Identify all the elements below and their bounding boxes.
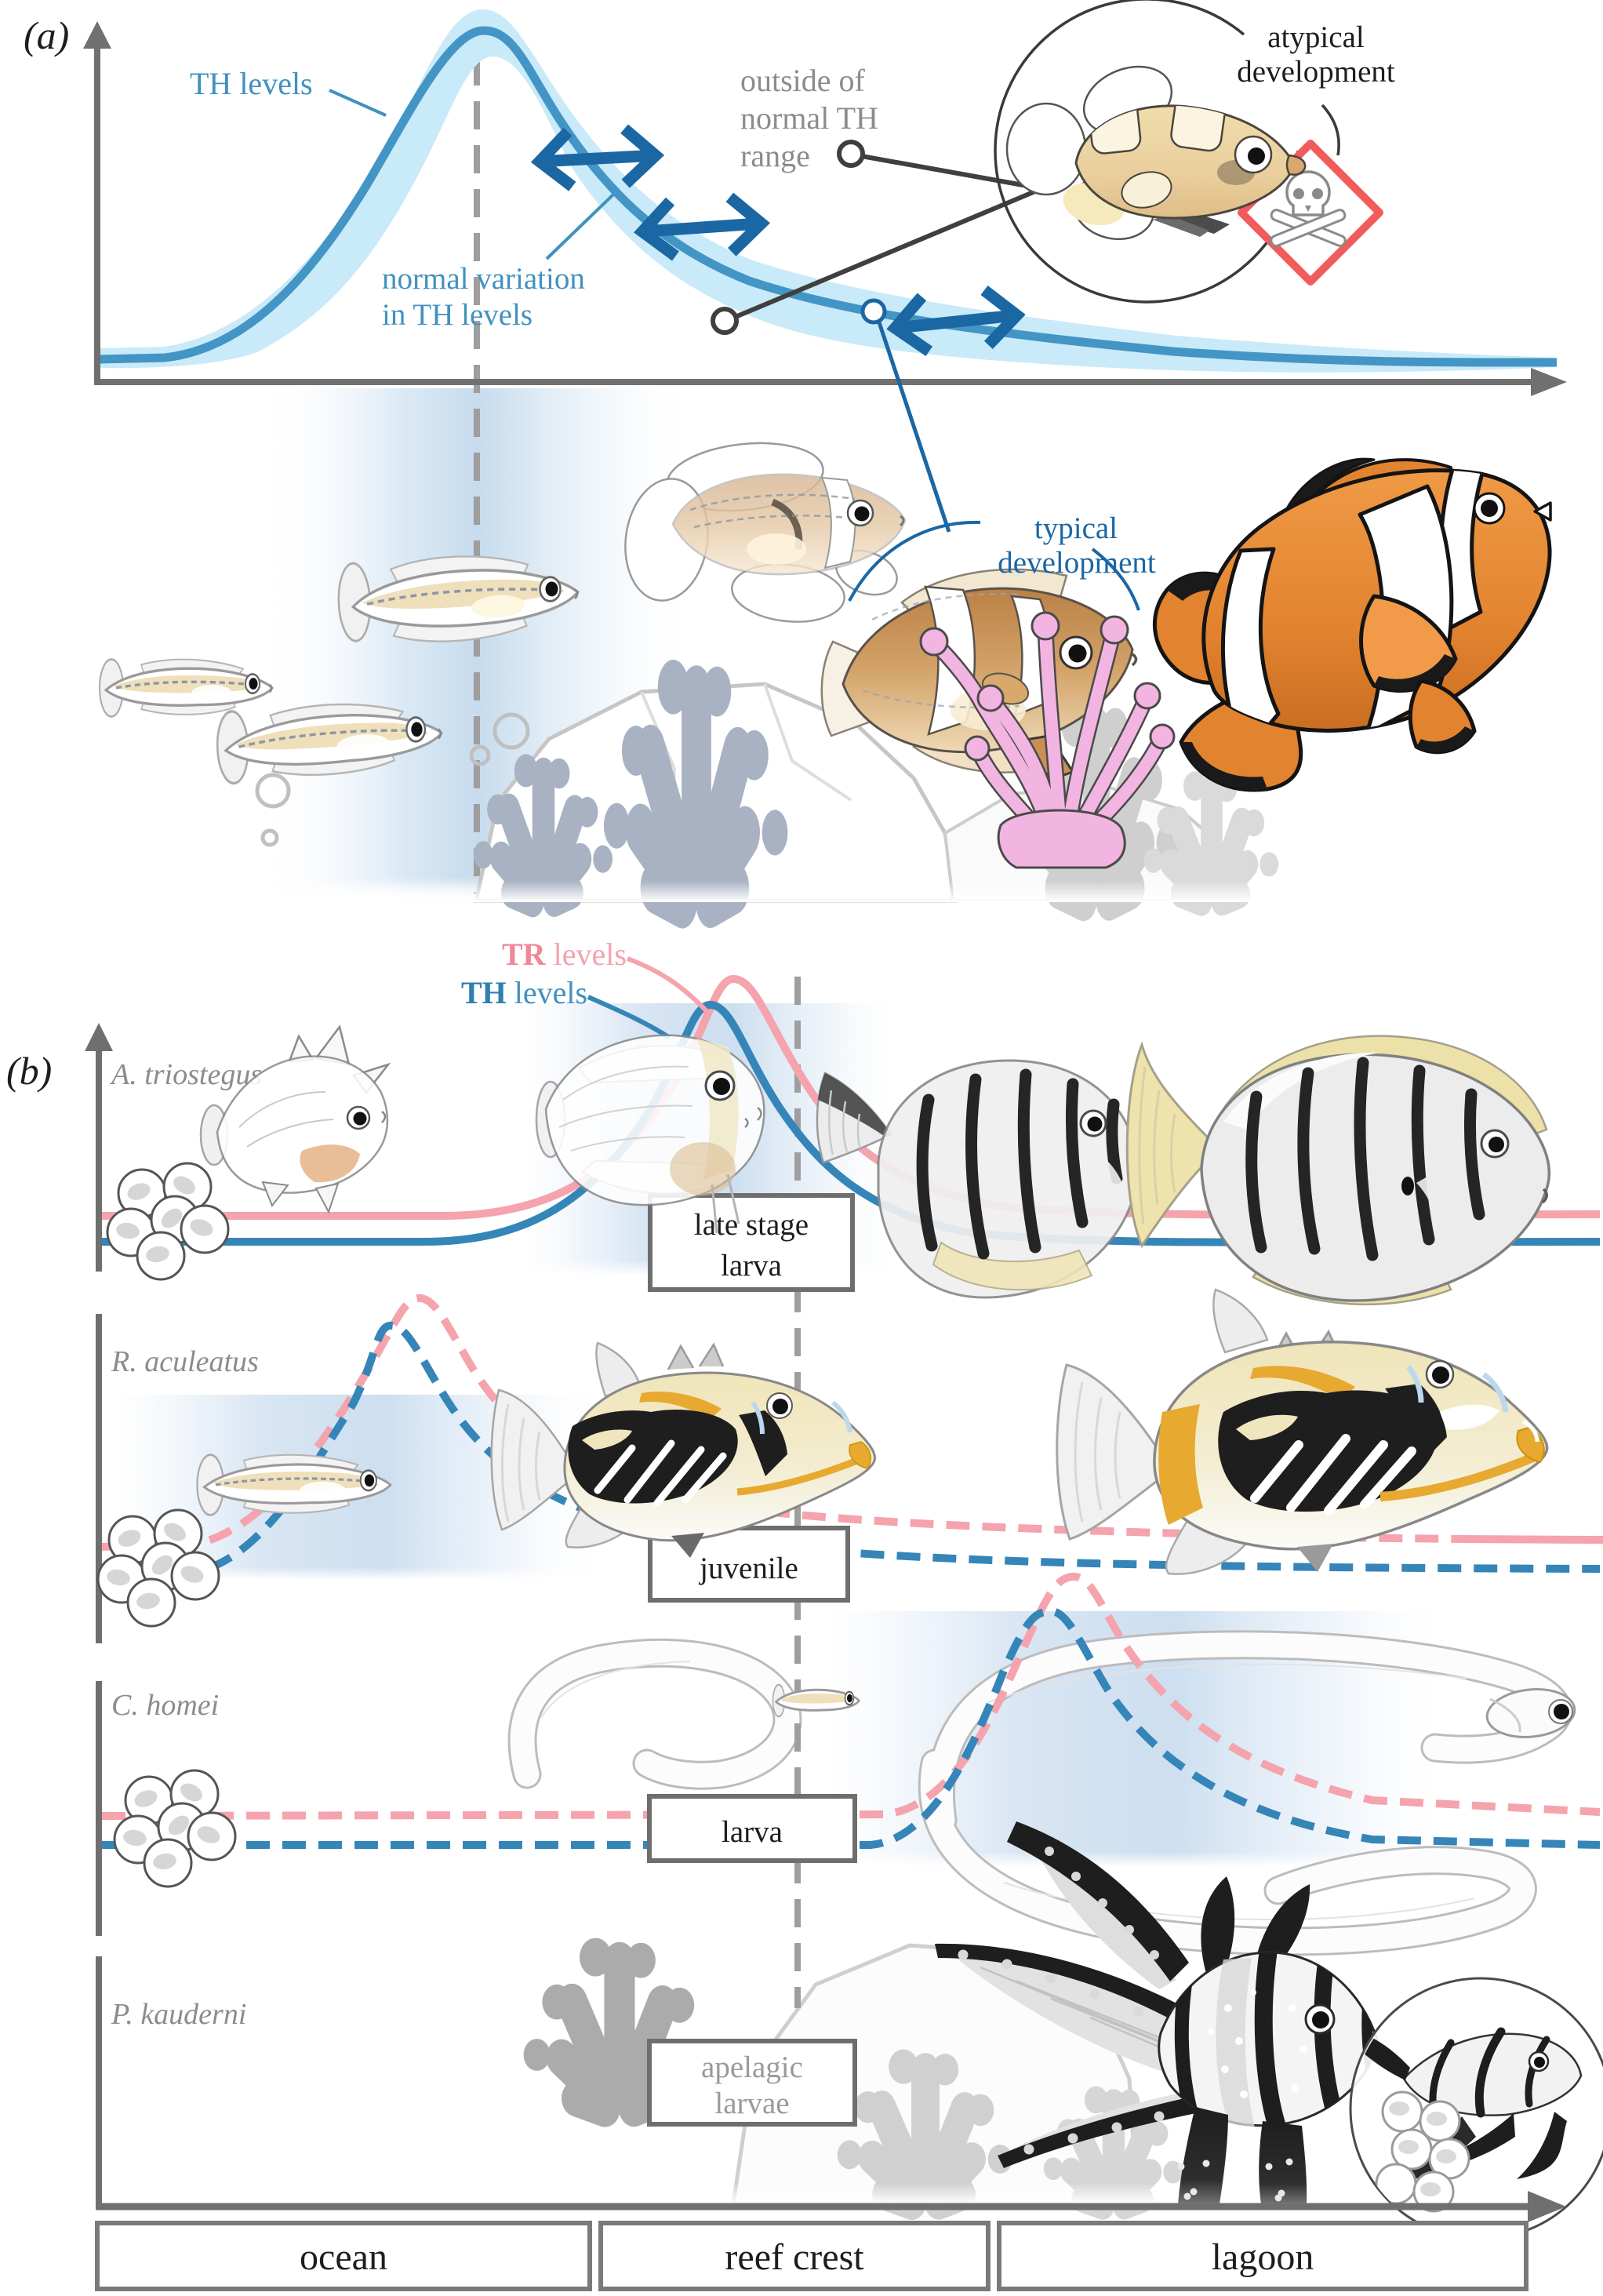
svg-text:normal variation: normal variation <box>382 262 585 296</box>
svg-text:juvenile: juvenile <box>698 1552 798 1585</box>
svg-text:larvae: larvae <box>714 2087 789 2120</box>
svg-text:ocean: ocean <box>300 2236 387 2278</box>
svg-text:late stage: late stage <box>694 1208 809 1242</box>
svg-text:in TH levels: in TH levels <box>382 298 533 332</box>
svg-text:normal TH: normal TH <box>740 100 878 136</box>
svg-text:reef crest: reef crest <box>725 2236 864 2278</box>
svg-text:(a): (a) <box>24 13 69 57</box>
svg-text:outside of: outside of <box>740 63 866 98</box>
svg-text:larva: larva <box>722 1815 783 1849</box>
svg-text:TH levels: TH levels <box>461 975 587 1010</box>
svg-text:R. aculeatus: R. aculeatus <box>111 1345 259 1378</box>
svg-text:range: range <box>740 138 810 173</box>
svg-text:development: development <box>998 546 1156 580</box>
svg-text:TR levels: TR levels <box>502 937 627 972</box>
svg-text:apelagic: apelagic <box>701 2050 803 2084</box>
svg-text:(b): (b) <box>6 1049 52 1093</box>
svg-text:TH levels: TH levels <box>190 66 313 101</box>
svg-text:lagoon: lagoon <box>1212 2236 1314 2278</box>
svg-text:P. kauderni: P. kauderni <box>111 1998 246 2031</box>
svg-text:development: development <box>1237 55 1395 89</box>
svg-text:larva: larva <box>721 1249 782 1283</box>
svg-text:C. homei: C. homei <box>111 1689 219 1722</box>
svg-text:atypical: atypical <box>1267 20 1365 54</box>
svg-text:A. triostegus: A. triostegus <box>109 1058 262 1091</box>
svg-text:typical: typical <box>1034 511 1118 545</box>
